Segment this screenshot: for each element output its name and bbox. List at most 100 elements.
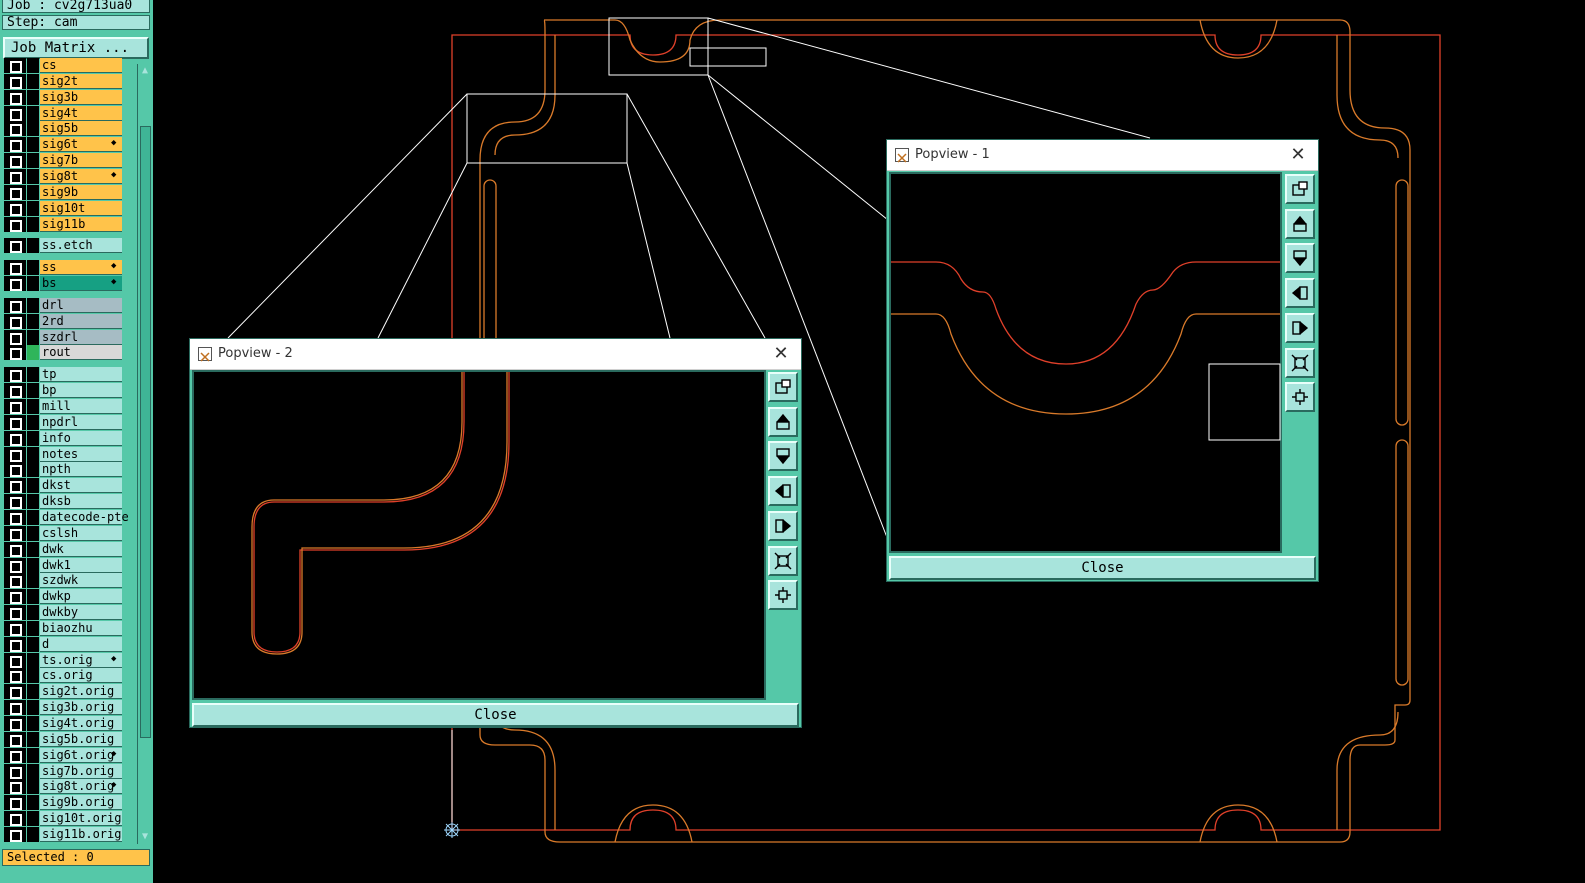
layer-affected-mark[interactable] bbox=[27, 700, 39, 716]
layer-affected-mark[interactable] bbox=[27, 541, 39, 557]
layer-affected-mark[interactable] bbox=[27, 260, 39, 276]
popview-2-close-button[interactable]: Close bbox=[192, 703, 799, 727]
layer-name[interactable]: notes bbox=[40, 446, 122, 462]
layer-affected-mark[interactable] bbox=[27, 620, 39, 636]
layer-name[interactable]: info bbox=[40, 430, 122, 446]
layer-affected-mark[interactable] bbox=[27, 58, 39, 73]
layer-checkbox[interactable] bbox=[10, 512, 22, 525]
layer-checkbox[interactable] bbox=[10, 61, 22, 73]
layer-name[interactable]: datecode-pte bbox=[40, 509, 129, 525]
layer-checkbox[interactable] bbox=[10, 140, 22, 153]
layer-name[interactable]: sig7b.orig bbox=[40, 763, 122, 779]
layer-row-dwkp[interactable]: dwkp bbox=[4, 589, 134, 605]
layer-list-scrollbar[interactable]: ▲ ▼ bbox=[137, 64, 152, 844]
layer-checkbox[interactable] bbox=[10, 370, 22, 383]
layer-name[interactable]: sig5b.orig bbox=[40, 731, 122, 747]
layer-checkbox[interactable] bbox=[10, 592, 22, 605]
layer-row-sig2t[interactable]: sig2t bbox=[4, 73, 134, 89]
pan-left-button[interactable] bbox=[768, 476, 798, 507]
layer-row-sig3b.orig[interactable]: sig3b.orig bbox=[4, 700, 134, 716]
layer-row-sig5b.orig[interactable]: sig5b.orig bbox=[4, 731, 134, 747]
layer-affected-mark[interactable] bbox=[27, 763, 39, 779]
layer-row-cs[interactable]: cs bbox=[4, 58, 134, 73]
layer-checkbox[interactable] bbox=[10, 348, 22, 361]
layer-affected-mark[interactable] bbox=[27, 716, 39, 731]
layer-row-info[interactable]: info bbox=[4, 430, 134, 446]
layer-row-bs[interactable]: bs◆ bbox=[4, 276, 134, 292]
layer-affected-mark[interactable] bbox=[27, 509, 39, 525]
popview-1-titlebar[interactable]: Popview - 1 ✕ bbox=[887, 140, 1318, 171]
layer-name[interactable]: sig4t bbox=[40, 105, 122, 121]
layer-checkbox[interactable] bbox=[10, 465, 22, 478]
layer-name[interactable]: sig7b bbox=[40, 153, 122, 169]
layer-name[interactable]: sig11b bbox=[40, 216, 122, 232]
scroll-thumb[interactable] bbox=[140, 126, 151, 738]
layer-affected-mark[interactable] bbox=[27, 345, 39, 361]
layer-name[interactable]: cs.orig bbox=[40, 668, 122, 684]
pan-up-button[interactable] bbox=[1285, 208, 1315, 239]
layer-affected-mark[interactable] bbox=[27, 200, 39, 216]
layer-checkbox[interactable] bbox=[10, 433, 22, 446]
layer-checkbox[interactable] bbox=[10, 171, 22, 184]
layer-name[interactable]: cs bbox=[40, 58, 122, 73]
layer-checkbox[interactable] bbox=[10, 639, 22, 652]
layer-name[interactable]: ss.etch bbox=[40, 238, 122, 254]
layer-name[interactable]: sig2t.orig bbox=[40, 684, 122, 700]
layer-row-mill[interactable]: mill bbox=[4, 399, 134, 414]
layer-affected-mark[interactable] bbox=[27, 73, 39, 89]
layer-name[interactable]: sig10t bbox=[40, 200, 122, 216]
zoom-fit-button[interactable] bbox=[768, 545, 798, 576]
layer-row-szdwk[interactable]: szdwk bbox=[4, 573, 134, 589]
layer-row-sig10t.orig[interactable]: sig10t.orig bbox=[4, 811, 134, 827]
layer-checkbox[interactable] bbox=[10, 829, 22, 842]
popview-2-view[interactable] bbox=[192, 370, 766, 700]
layer-affected-mark[interactable] bbox=[27, 605, 39, 621]
layer-row-d[interactable]: d bbox=[4, 636, 134, 652]
layer-checkbox[interactable] bbox=[10, 300, 22, 313]
layer-name[interactable]: sig9b.orig bbox=[40, 795, 122, 811]
layer-name[interactable]: ts.orig bbox=[40, 652, 122, 668]
layer-name[interactable]: sig6t.orig bbox=[40, 747, 122, 763]
layer-checkbox[interactable] bbox=[10, 544, 22, 557]
zoom-home-button[interactable] bbox=[1285, 382, 1315, 413]
layer-row-sig10t[interactable]: sig10t bbox=[4, 200, 134, 216]
layer-checkbox[interactable] bbox=[10, 279, 22, 292]
layer-name[interactable]: rout bbox=[40, 345, 122, 361]
layer-affected-mark[interactable] bbox=[27, 478, 39, 494]
layer-affected-mark[interactable] bbox=[27, 105, 39, 121]
layer-affected-mark[interactable] bbox=[27, 589, 39, 605]
layer-row-sig7b[interactable]: sig7b bbox=[4, 153, 134, 169]
layer-affected-mark[interactable] bbox=[27, 557, 39, 573]
layer-row-sig8t[interactable]: sig8t◆ bbox=[4, 168, 134, 184]
layer-row-sig4t.orig[interactable]: sig4t.orig bbox=[4, 716, 134, 731]
layer-name[interactable]: dwkby bbox=[40, 605, 122, 621]
layer-affected-mark[interactable] bbox=[27, 276, 39, 292]
pan-down-button[interactable] bbox=[768, 441, 798, 472]
scroll-up-icon[interactable]: ▲ bbox=[141, 65, 149, 76]
layer-name[interactable]: sig6t bbox=[40, 137, 122, 153]
popview-1-close-button[interactable]: Close bbox=[889, 556, 1316, 580]
layer-row-sig11b.orig[interactable]: sig11b.orig bbox=[4, 826, 134, 842]
layer-row-rout[interactable]: rout bbox=[4, 345, 134, 361]
pan-up-button[interactable] bbox=[768, 406, 798, 437]
layer-row-dwk[interactable]: dwk bbox=[4, 541, 134, 557]
layer-name[interactable]: bs bbox=[40, 276, 122, 292]
layer-checkbox[interactable] bbox=[10, 156, 22, 169]
layer-row-dksb[interactable]: dksb bbox=[4, 494, 134, 510]
zoom-window-button[interactable] bbox=[768, 372, 798, 402]
layer-checkbox[interactable] bbox=[10, 241, 22, 254]
layer-affected-mark[interactable] bbox=[27, 494, 39, 510]
layer-affected-mark[interactable] bbox=[27, 652, 39, 668]
layer-row-sig5b[interactable]: sig5b bbox=[4, 121, 134, 137]
layer-affected-mark[interactable] bbox=[27, 573, 39, 589]
layer-checkbox[interactable] bbox=[10, 750, 22, 763]
layer-checkbox[interactable] bbox=[10, 449, 22, 462]
layer-affected-mark[interactable] bbox=[27, 367, 39, 383]
layer-affected-mark[interactable] bbox=[27, 89, 39, 105]
layer-affected-mark[interactable] bbox=[27, 811, 39, 827]
layer-affected-mark[interactable] bbox=[27, 462, 39, 478]
layer-name[interactable]: dkst bbox=[40, 478, 122, 494]
layer-checkbox[interactable] bbox=[10, 734, 22, 747]
layer-name[interactable]: dwk1 bbox=[40, 557, 122, 573]
layer-row-sig3b[interactable]: sig3b bbox=[4, 89, 134, 105]
